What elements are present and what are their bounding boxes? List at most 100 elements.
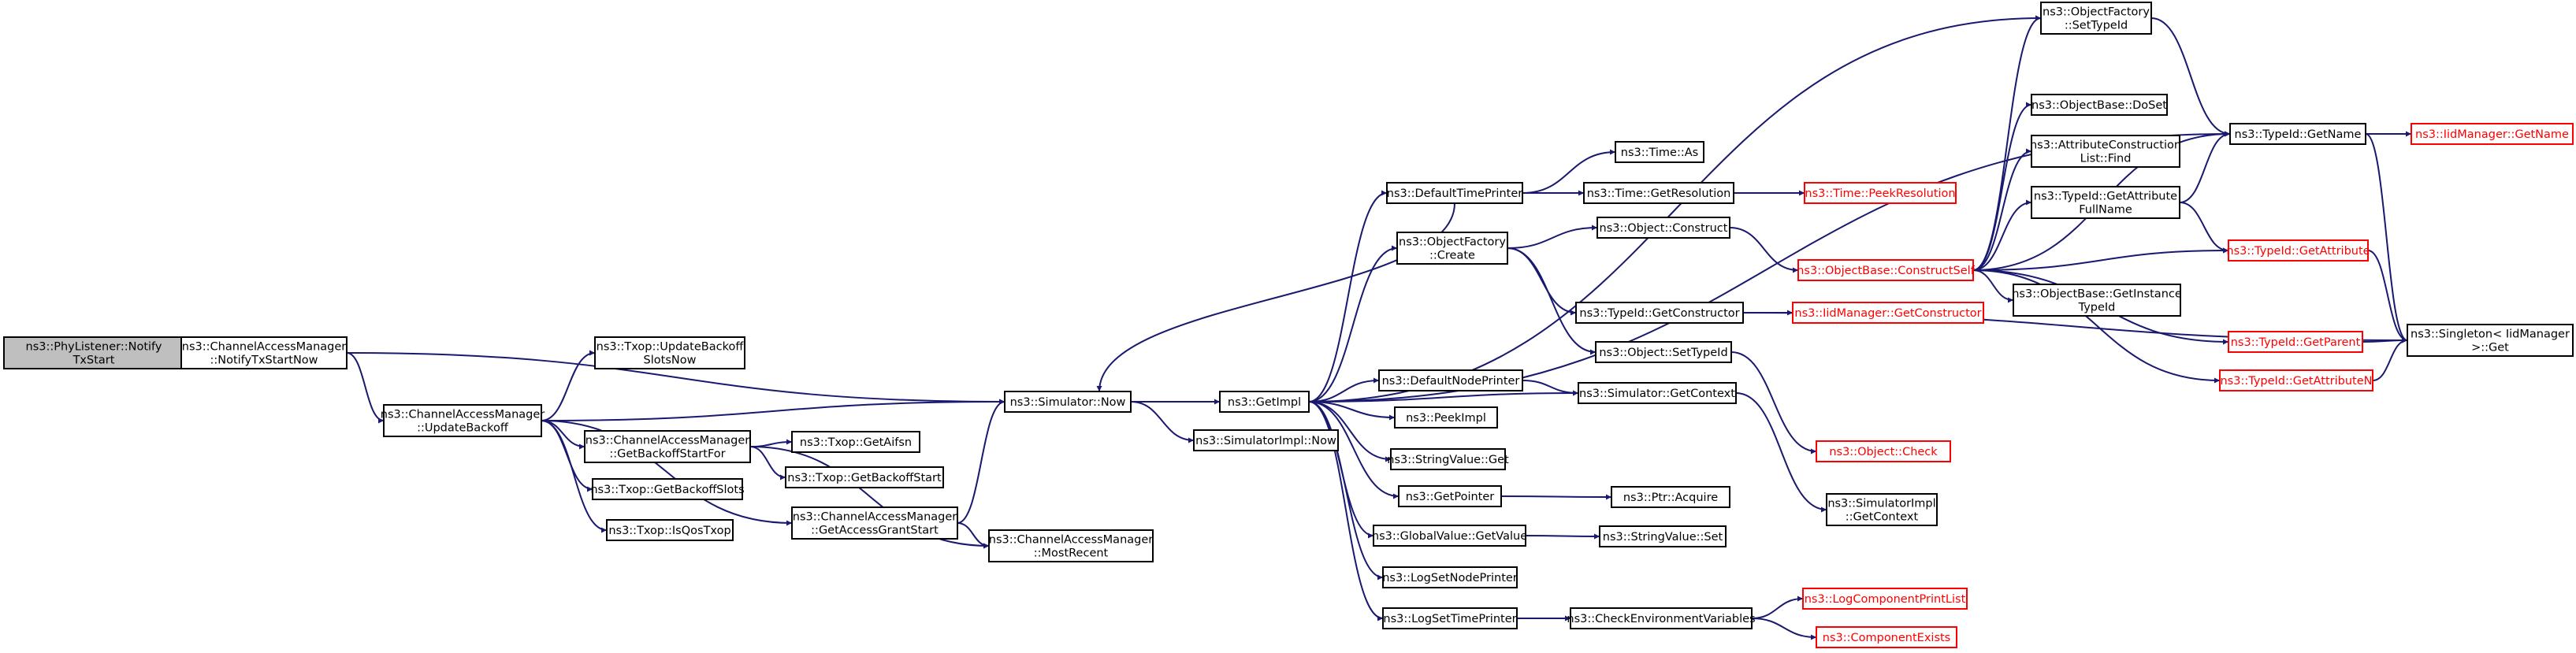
node-getimpl[interactable]: ns3::GetImpl xyxy=(1219,391,1310,413)
node-checkenvironmentvariables[interactable]: ns3::CheckEnvironmentVariables xyxy=(1567,607,1756,629)
edge-simulator_now-to-simulatorimpl_now xyxy=(1130,401,1195,443)
node-box xyxy=(1373,525,1526,547)
node-box xyxy=(1578,382,1737,404)
node-box xyxy=(791,431,920,453)
node-cam-getbackoffstartfor[interactable]: ns3::ChannelAccessManager::GetBackoffSta… xyxy=(584,430,751,463)
node-globalvalue-getvalue[interactable]: ns3::GlobalValue::GetValue xyxy=(1372,525,1527,547)
node-object-construct[interactable]: ns3::Object::Construct xyxy=(1597,217,1730,239)
edge-cam_updatebackoff-to-simulator_now xyxy=(541,399,1005,421)
node-objectfactory-settypeid[interactable]: ns3::ObjectFactory::SetTypeId xyxy=(2040,2,2152,35)
node-defaultnodeprinter[interactable]: ns3::DefaultNodePrinter xyxy=(1378,369,1523,391)
node-ptr-acquire[interactable]: ns3::Ptr::Acquire xyxy=(1611,486,1730,508)
node-label: ::UpdateBackoff xyxy=(417,422,509,435)
edge-object_construct-to-objectbase_constructself xyxy=(1729,227,1799,273)
node-simulatorimpl-now[interactable]: ns3::SimulatorImpl::Now xyxy=(1193,429,1339,451)
node-stringvalue-get[interactable]: ns3::StringValue::Get xyxy=(1387,448,1509,470)
node-label: ns3::PhyListener::Notify xyxy=(26,341,162,354)
node-label: TypeId xyxy=(2078,302,2116,314)
node-box xyxy=(2031,186,2180,219)
node-iidmanager-getconstructor[interactable]: ns3::IidManager::GetConstructor xyxy=(1792,302,1984,324)
edge-objectbase_constructself-to-objectbase_getinstancetypeid xyxy=(1972,269,2014,303)
node-label: ::NotifyTxStartNow xyxy=(210,354,318,367)
node-simulator-now[interactable]: ns3::Simulator::Now xyxy=(1004,391,1132,413)
node-box xyxy=(1219,391,1310,413)
node-box xyxy=(1386,182,1523,204)
node-label: ns3::Object::Check xyxy=(1829,446,1938,458)
edge-typeid_getattributefullname-to-typeid_getname xyxy=(2179,131,2231,203)
node-label: ns3::Object::Construct xyxy=(1600,222,1728,235)
node-box xyxy=(594,336,745,369)
node-label: ::GetBackoffStartFor xyxy=(609,448,725,461)
node-iidmanager-getname[interactable]: ns3::IidManager::GetName xyxy=(2411,123,2574,145)
node-objectfactory-create[interactable]: ns3::ObjectFactory::Create xyxy=(1396,232,1508,265)
node-txop-getaifsn[interactable]: ns3::Txop::GetAifsn xyxy=(791,431,920,453)
edge-objectfactory_create-to-typeid_getconstructor xyxy=(1507,247,1577,316)
node-typeid-getattribute[interactable]: ns3::TypeId::GetAttribute xyxy=(2226,239,2370,262)
node-stringvalue-set[interactable]: ns3::StringValue::Set xyxy=(1599,525,1727,547)
node-simulatorimpl-getcontext[interactable]: ns3::SimulatorImpl::GetContext xyxy=(1826,493,1938,526)
node-label: ns3::IidManager::GetConstructor xyxy=(1794,307,1981,320)
edge-object_settypeid-to-object_check xyxy=(1730,351,1817,455)
edge-objectfactory_settypeid-to-typeid_getname xyxy=(2150,17,2231,137)
node-cam-notifytxstartnow[interactable]: ns3::ChannelAccessManager::NotifyTxStart… xyxy=(180,336,348,369)
node-label: ns3::LogSetNodePrinter xyxy=(1382,572,1518,584)
node-peekimpl[interactable]: ns3::PeekImpl xyxy=(1394,406,1498,429)
node-label: ns3::ObjectBase::ConstructSelf xyxy=(1797,265,1975,277)
node-box xyxy=(988,529,1154,562)
node-txop-getbackoffslots[interactable]: ns3::Txop::GetBackoffSlots xyxy=(590,478,745,500)
node-time-peekresolution[interactable]: ns3::Time::PeekResolution xyxy=(1804,182,1957,204)
node-txop-isqostxop[interactable]: ns3::Txop::IsQosTxop xyxy=(606,519,734,541)
node-box xyxy=(2228,239,2369,262)
node-label: ns3::Time::PeekResolution xyxy=(1805,187,1955,200)
node-label: ns3::LogSetTimePrinter xyxy=(1383,613,1516,625)
node-label: ::SetTypeId xyxy=(2065,20,2128,32)
node-typeid-getname[interactable]: ns3::TypeId::GetName xyxy=(2229,123,2366,145)
node-typeid-getconstructor[interactable]: ns3::TypeId::GetConstructor xyxy=(1575,302,1744,324)
node-box xyxy=(3,336,184,369)
node-objectbase-doset[interactable]: ns3::ObjectBase::DoSet xyxy=(2031,94,2168,116)
node-logcomponentprintlist[interactable]: ns3::LogComponentPrintList xyxy=(1802,588,1968,610)
node-box xyxy=(2013,284,2181,317)
edge-cam_updatebackoff-to-cam_getaccessgrantstart xyxy=(541,420,793,526)
node-box xyxy=(1575,302,1744,324)
node-logsetnodeprinter[interactable]: ns3::LogSetNodePrinter xyxy=(1382,566,1518,588)
node-cam-mostrecent[interactable]: ns3::ChannelAccessManager::MostRecent xyxy=(988,529,1154,562)
node-simulator-getcontext[interactable]: ns3::Simulator::GetContext xyxy=(1578,382,1737,404)
node-txop-getbackoffstart[interactable]: ns3::Txop::GetBackoffStart xyxy=(785,466,944,488)
node-label: ns3::LogComponentPrintList xyxy=(1805,593,1966,606)
node-label: ns3::Txop::GetBackoffStart xyxy=(787,472,942,484)
node-time-getresolution[interactable]: ns3::Time::GetResolution xyxy=(1583,182,1734,204)
node-logsettimeprinter[interactable]: ns3::LogSetTimePrinter xyxy=(1382,607,1518,629)
node-typeid-getattributen[interactable]: ns3::TypeId::GetAttributeN xyxy=(2219,369,2373,391)
node-componentexists[interactable]: ns3::ComponentExists xyxy=(1816,626,1957,648)
edge-getimpl-to-getpointer xyxy=(1308,401,1400,499)
node-object-check[interactable]: ns3::Object::Check xyxy=(1816,440,1951,462)
node-label: ns3::Ptr::Acquire xyxy=(1623,492,1718,504)
node-label: SlotsNow xyxy=(644,354,697,367)
node-label: ns3::ChannelAccessManager xyxy=(381,409,545,421)
node-object-settypeid[interactable]: ns3::Object::SetTypeId xyxy=(1595,341,1732,363)
node-cam-updatebackoff[interactable]: ns3::ChannelAccessManager::UpdateBackoff xyxy=(381,404,545,437)
node-time-as[interactable]: ns3::Time::As xyxy=(1615,141,1704,163)
node-cam-getaccessgrantstart[interactable]: ns3::ChannelAccessManager::GetAccessGran… xyxy=(791,506,958,540)
node-label: ns3::GlobalValue::GetValue xyxy=(1372,530,1527,543)
edge-cam_updatebackoff-to-txop_isqostxop xyxy=(541,420,608,533)
node-objectbase-constructself[interactable]: ns3::ObjectBase::ConstructSelf xyxy=(1797,259,1976,281)
node-box xyxy=(1797,259,1974,281)
node-label: TxStart xyxy=(72,354,115,367)
node-typeid-getparent[interactable]: ns3::TypeId::GetParent xyxy=(2228,331,2363,353)
node-box xyxy=(1804,182,1957,204)
node-box xyxy=(1583,182,1734,204)
edge-getimpl-to-defaulttimeprinter xyxy=(1308,190,1388,403)
edge-checkenvironmentvariables-to-logcomponentprintlist xyxy=(1751,595,1804,619)
node-label: ns3::Time::GetResolution xyxy=(1587,187,1731,200)
node-label: ns3::StringValue::Set xyxy=(1603,531,1723,544)
edge-simulator_getcontext-to-simulatorimpl_getcontext xyxy=(1735,392,1827,513)
node-getpointer[interactable]: ns3::GetPointer xyxy=(1398,485,1502,507)
node-singleton-iidmanager-get[interactable]: ns3::Singleton< IidManager >::Get xyxy=(2407,324,2574,357)
node-defaulttimeprinter[interactable]: ns3::DefaultTimePrinter xyxy=(1386,182,1523,204)
